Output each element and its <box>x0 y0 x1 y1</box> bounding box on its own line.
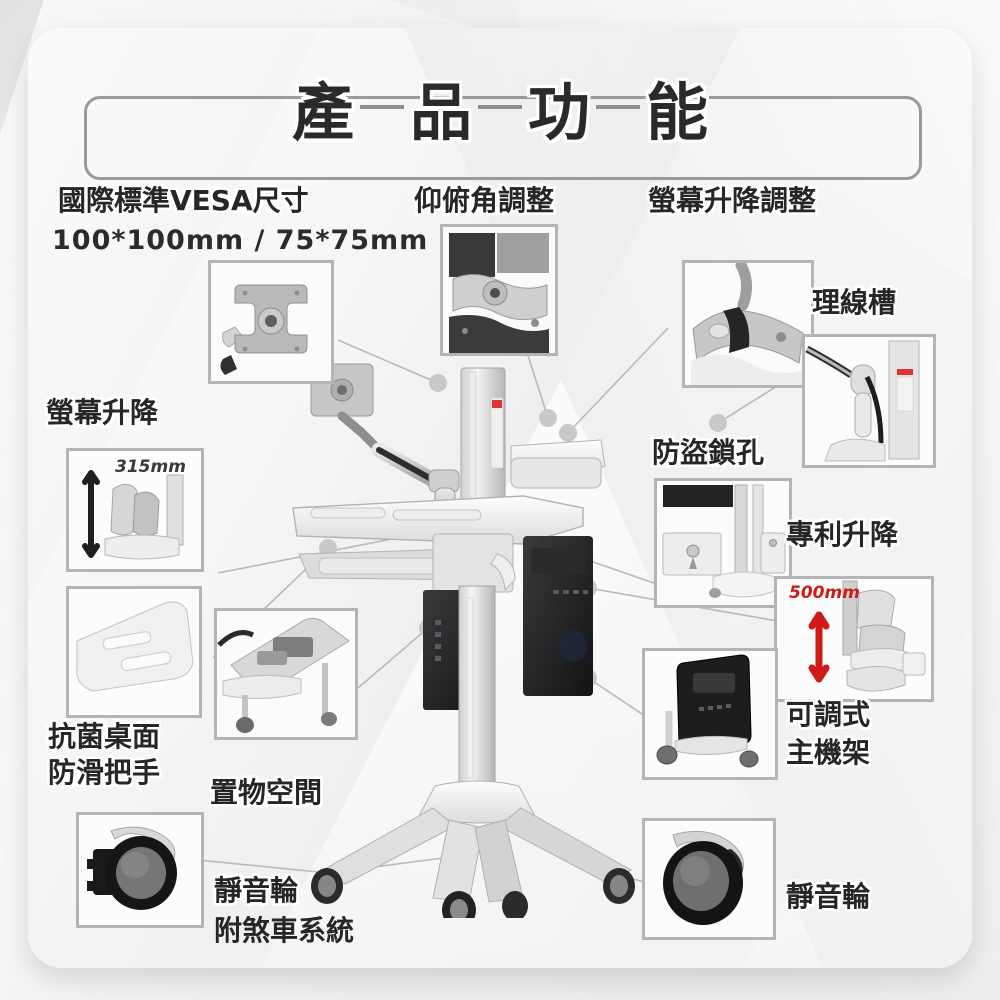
page-title: 產 品 功 能 <box>28 58 972 168</box>
caption-lock-hole: 防盜鎖孔 <box>652 436 765 469</box>
antibacterial-handle-photo <box>66 586 202 718</box>
vesa-mount-plate-photo <box>208 260 334 384</box>
title-char-4: 能 <box>646 76 709 149</box>
caption-screen-lift: 螢幕升降 <box>46 396 159 429</box>
patent-lift-dimension: 500mm <box>789 583 860 603</box>
security-lock-photo <box>654 478 792 608</box>
caption-cable-channel: 理線槽 <box>812 286 897 319</box>
silent-wheel-brake-photo <box>76 812 204 928</box>
screen-lift-range-photo: 315mm <box>66 448 204 572</box>
caption-wheel-brake-line1: 靜音輪 <box>214 874 299 907</box>
caption-screen-height-adjust: 螢幕升降調整 <box>648 184 817 217</box>
patent-lift-range-photo: 500mm <box>774 576 934 702</box>
title-dash-1 <box>359 105 404 109</box>
caption-wheel-brake-line2: 附煞車系統 <box>214 914 355 947</box>
caption-antibacterial-line1: 抗菌桌面 <box>48 720 161 753</box>
screen-lift-joint-photo <box>682 260 814 388</box>
caption-cpu-holder-line1: 可調式 <box>786 698 871 731</box>
product-feature-card: 產 品 功 能 <box>28 28 972 968</box>
title-char-3: 功 <box>528 76 591 149</box>
title-char-2: 品 <box>409 76 472 149</box>
caption-patent-lift: 專利升降 <box>786 518 899 551</box>
title-dash-2 <box>478 105 522 109</box>
caption-vesa: 國際標準VESA尺寸 <box>58 184 309 217</box>
title-char-1: 產 <box>291 76 354 149</box>
caption-antibacterial-line2: 防滑把手 <box>48 756 161 789</box>
caption-wheel-right: 靜音輪 <box>786 880 871 913</box>
caption-vesa-spec: 100*100mm / 75*75mm <box>52 225 429 256</box>
title-dash-3 <box>596 105 641 109</box>
caption-cpu-holder-line2: 主機架 <box>786 736 871 769</box>
storage-space-photo <box>214 608 358 740</box>
cable-channel-photo <box>802 334 936 468</box>
screen-lift-dimension: 315mm <box>115 457 186 477</box>
silent-wheel-photo <box>642 818 776 940</box>
cpu-holder-photo <box>642 648 778 780</box>
caption-tilt: 仰俯角調整 <box>414 184 555 217</box>
title-frame <box>84 96 922 180</box>
caption-storage-space: 置物空間 <box>210 776 323 809</box>
tilt-joint-photo <box>440 224 558 356</box>
